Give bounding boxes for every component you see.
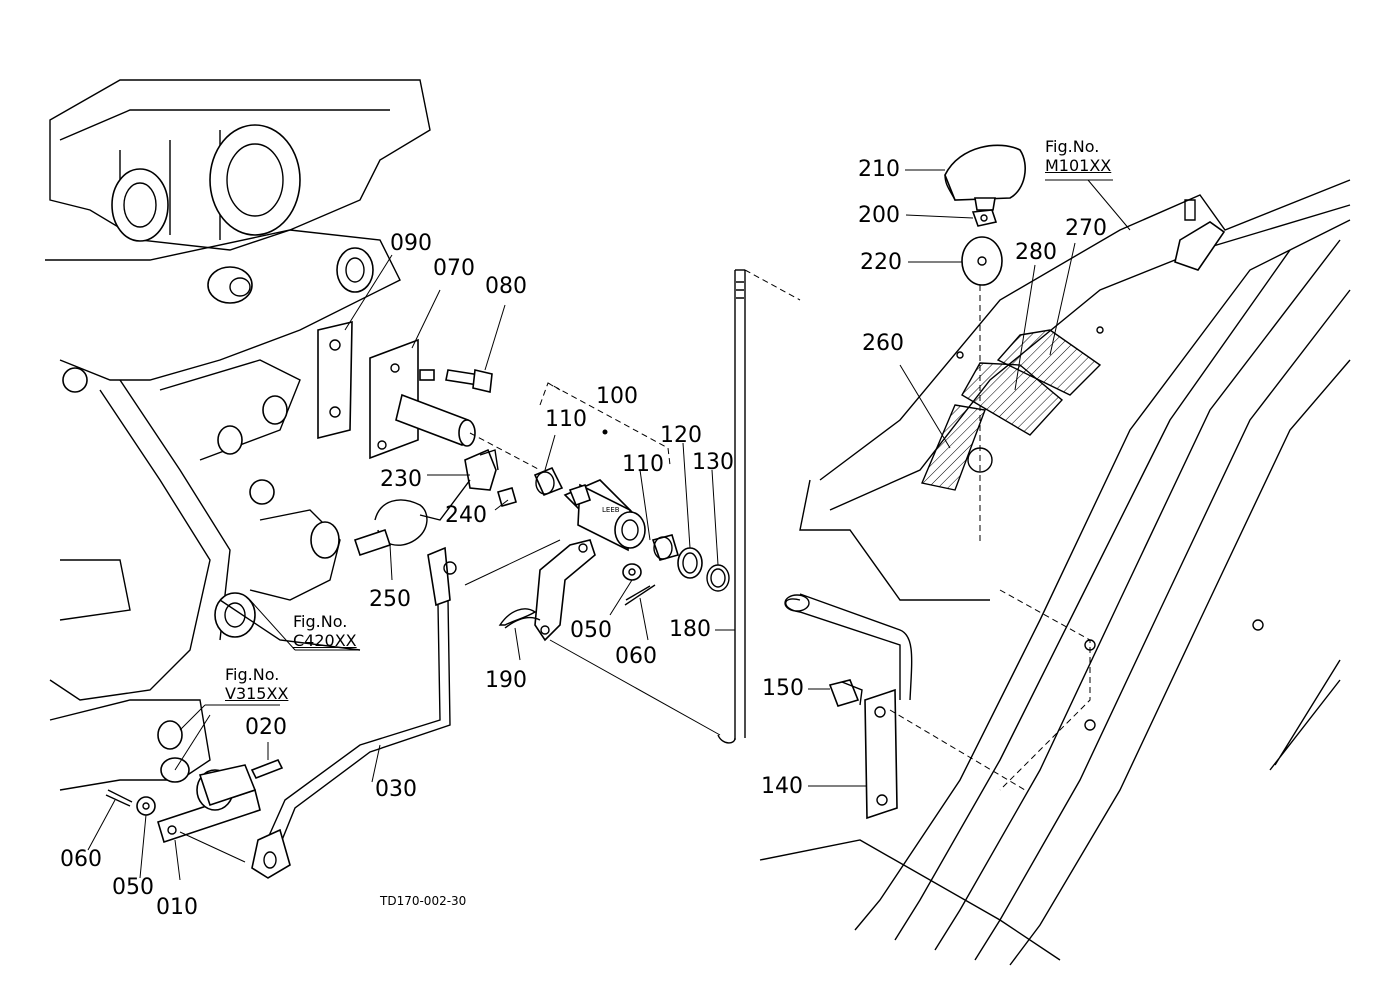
label-270: 270 [1065, 216, 1107, 241]
part-100-group: LEEB [539, 382, 671, 552]
fig-ref-m101-code: M101XX [1045, 156, 1112, 176]
label-090: 090 [390, 231, 432, 256]
label-050-left: 050 [112, 875, 154, 900]
label-070: 070 [433, 256, 475, 281]
label-250: 250 [369, 587, 411, 612]
part-030-rod [251, 539, 561, 879]
label-150: 150 [762, 676, 804, 701]
label-060-left: 060 [60, 847, 102, 872]
part-150-fitting [808, 679, 863, 707]
transmission-housing [45, 79, 431, 791]
part-190-clip [498, 608, 541, 629]
label-100: 100 [596, 384, 638, 409]
fender-panel [759, 179, 1351, 966]
label-200: 200 [858, 203, 900, 228]
fig-ref-v315-code: V315XX [225, 684, 289, 704]
label-110-b: 110 [622, 452, 664, 477]
part-080-bolt [445, 304, 506, 393]
part-020-pin [250, 742, 284, 780]
label-190: 190 [485, 668, 527, 693]
part-210-knob [905, 144, 1026, 211]
part-140-bracket [808, 688, 898, 820]
part-110-bushing-b [651, 534, 680, 561]
part-050-washer-center [622, 563, 642, 581]
label-280: 280 [1015, 240, 1057, 265]
part-070-plate [369, 289, 441, 460]
part-260-pad [899, 364, 986, 491]
control-rod [784, 593, 1026, 791]
part-090-bracket [317, 254, 393, 440]
label-210: 210 [858, 157, 900, 182]
part-240-bolt [494, 487, 517, 511]
label-080: 080 [485, 274, 527, 299]
lever-arm [534, 539, 721, 736]
fig-ref-m101: Fig.No. M101XX [1045, 137, 1111, 175]
fig-ref-v315: Fig.No. V315XX [225, 665, 288, 703]
label-220: 220 [860, 250, 902, 275]
part-200-nut [905, 209, 998, 227]
label-240: 240 [445, 503, 487, 528]
part-220-washer [908, 236, 1003, 286]
part-010-lever [157, 764, 261, 881]
part-180-rod [715, 269, 801, 744]
part-250-cable [353, 479, 471, 581]
label-120: 120 [660, 423, 702, 448]
label-030: 030 [375, 777, 417, 802]
part-060-pin-center [624, 584, 656, 606]
fig-ref-c420-code: C420XX [293, 631, 357, 651]
leader-lines [174, 179, 1113, 771]
label-260: 260 [862, 331, 904, 356]
label-130: 130 [692, 450, 734, 475]
part-270-pad [996, 242, 1102, 396]
fig-ref-m101-label: Fig.No. [1045, 137, 1100, 156]
fig-ref-v315-label: Fig.No. [225, 665, 280, 684]
svg-text:LEEB: LEEB [602, 506, 620, 514]
fig-ref-c420-label: Fig.No. [293, 612, 348, 631]
fig-ref-c420: Fig.No. C420XX [293, 612, 357, 650]
part-050-washer-left [136, 796, 156, 879]
label-140: 140 [761, 774, 803, 799]
label-060-center: 060 [615, 644, 657, 669]
label-230: 230 [380, 467, 422, 492]
shaft [395, 393, 541, 471]
label-050-center: 050 [570, 618, 612, 643]
document-id: TD170-002-30 [380, 894, 467, 908]
label-180: 180 [669, 617, 711, 642]
part-110-bushing-a [533, 466, 564, 497]
label-010: 010 [156, 895, 198, 920]
part-130-snap-ring [706, 564, 730, 592]
label-020: 020 [245, 715, 287, 740]
part-060-pin-left [87, 789, 133, 851]
part-230-bracket [427, 448, 499, 491]
part-120-ring [677, 547, 703, 579]
label-110-a: 110 [545, 407, 587, 432]
